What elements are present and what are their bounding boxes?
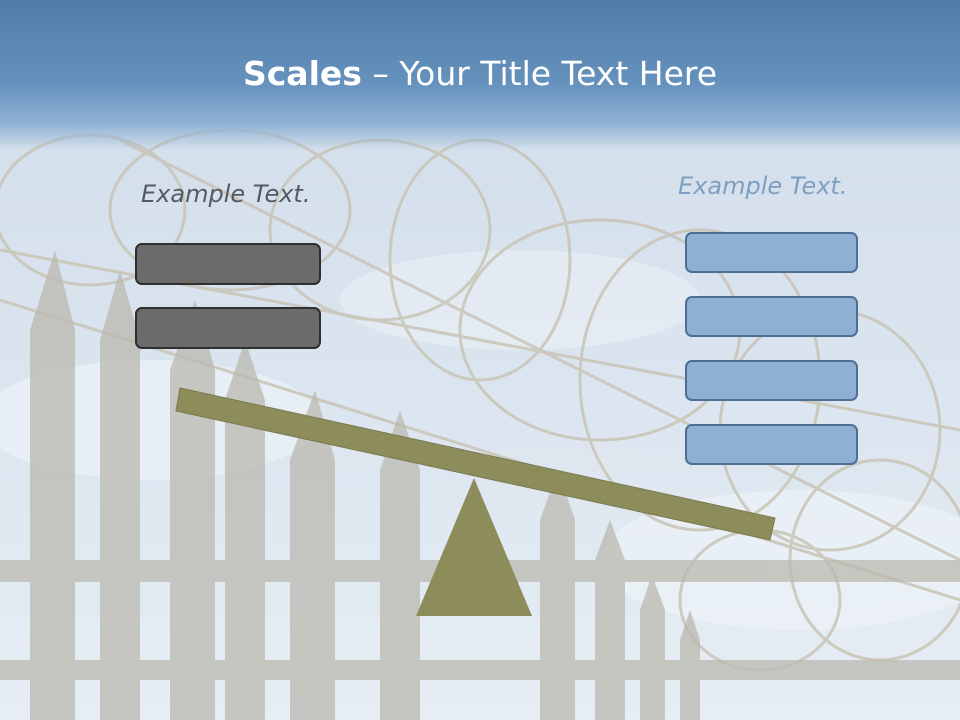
right-label: Example Text.: [678, 172, 848, 200]
title-bold: Scales: [242, 54, 362, 93]
right-box-3: [685, 360, 858, 401]
scale-fulcrum: [416, 478, 532, 616]
scale-beam: [175, 387, 776, 541]
left-box-2: [135, 307, 321, 349]
left-label: Example Text.: [141, 180, 311, 208]
right-box-2: [685, 296, 858, 337]
right-box-1: [685, 232, 858, 273]
title-rest: – Your Title Text Here: [361, 54, 718, 93]
title-bar: [0, 0, 960, 150]
left-box-1: [135, 243, 321, 285]
slide-title: Scales – Your Title Text Here: [0, 52, 960, 96]
right-box-4: [685, 424, 858, 465]
